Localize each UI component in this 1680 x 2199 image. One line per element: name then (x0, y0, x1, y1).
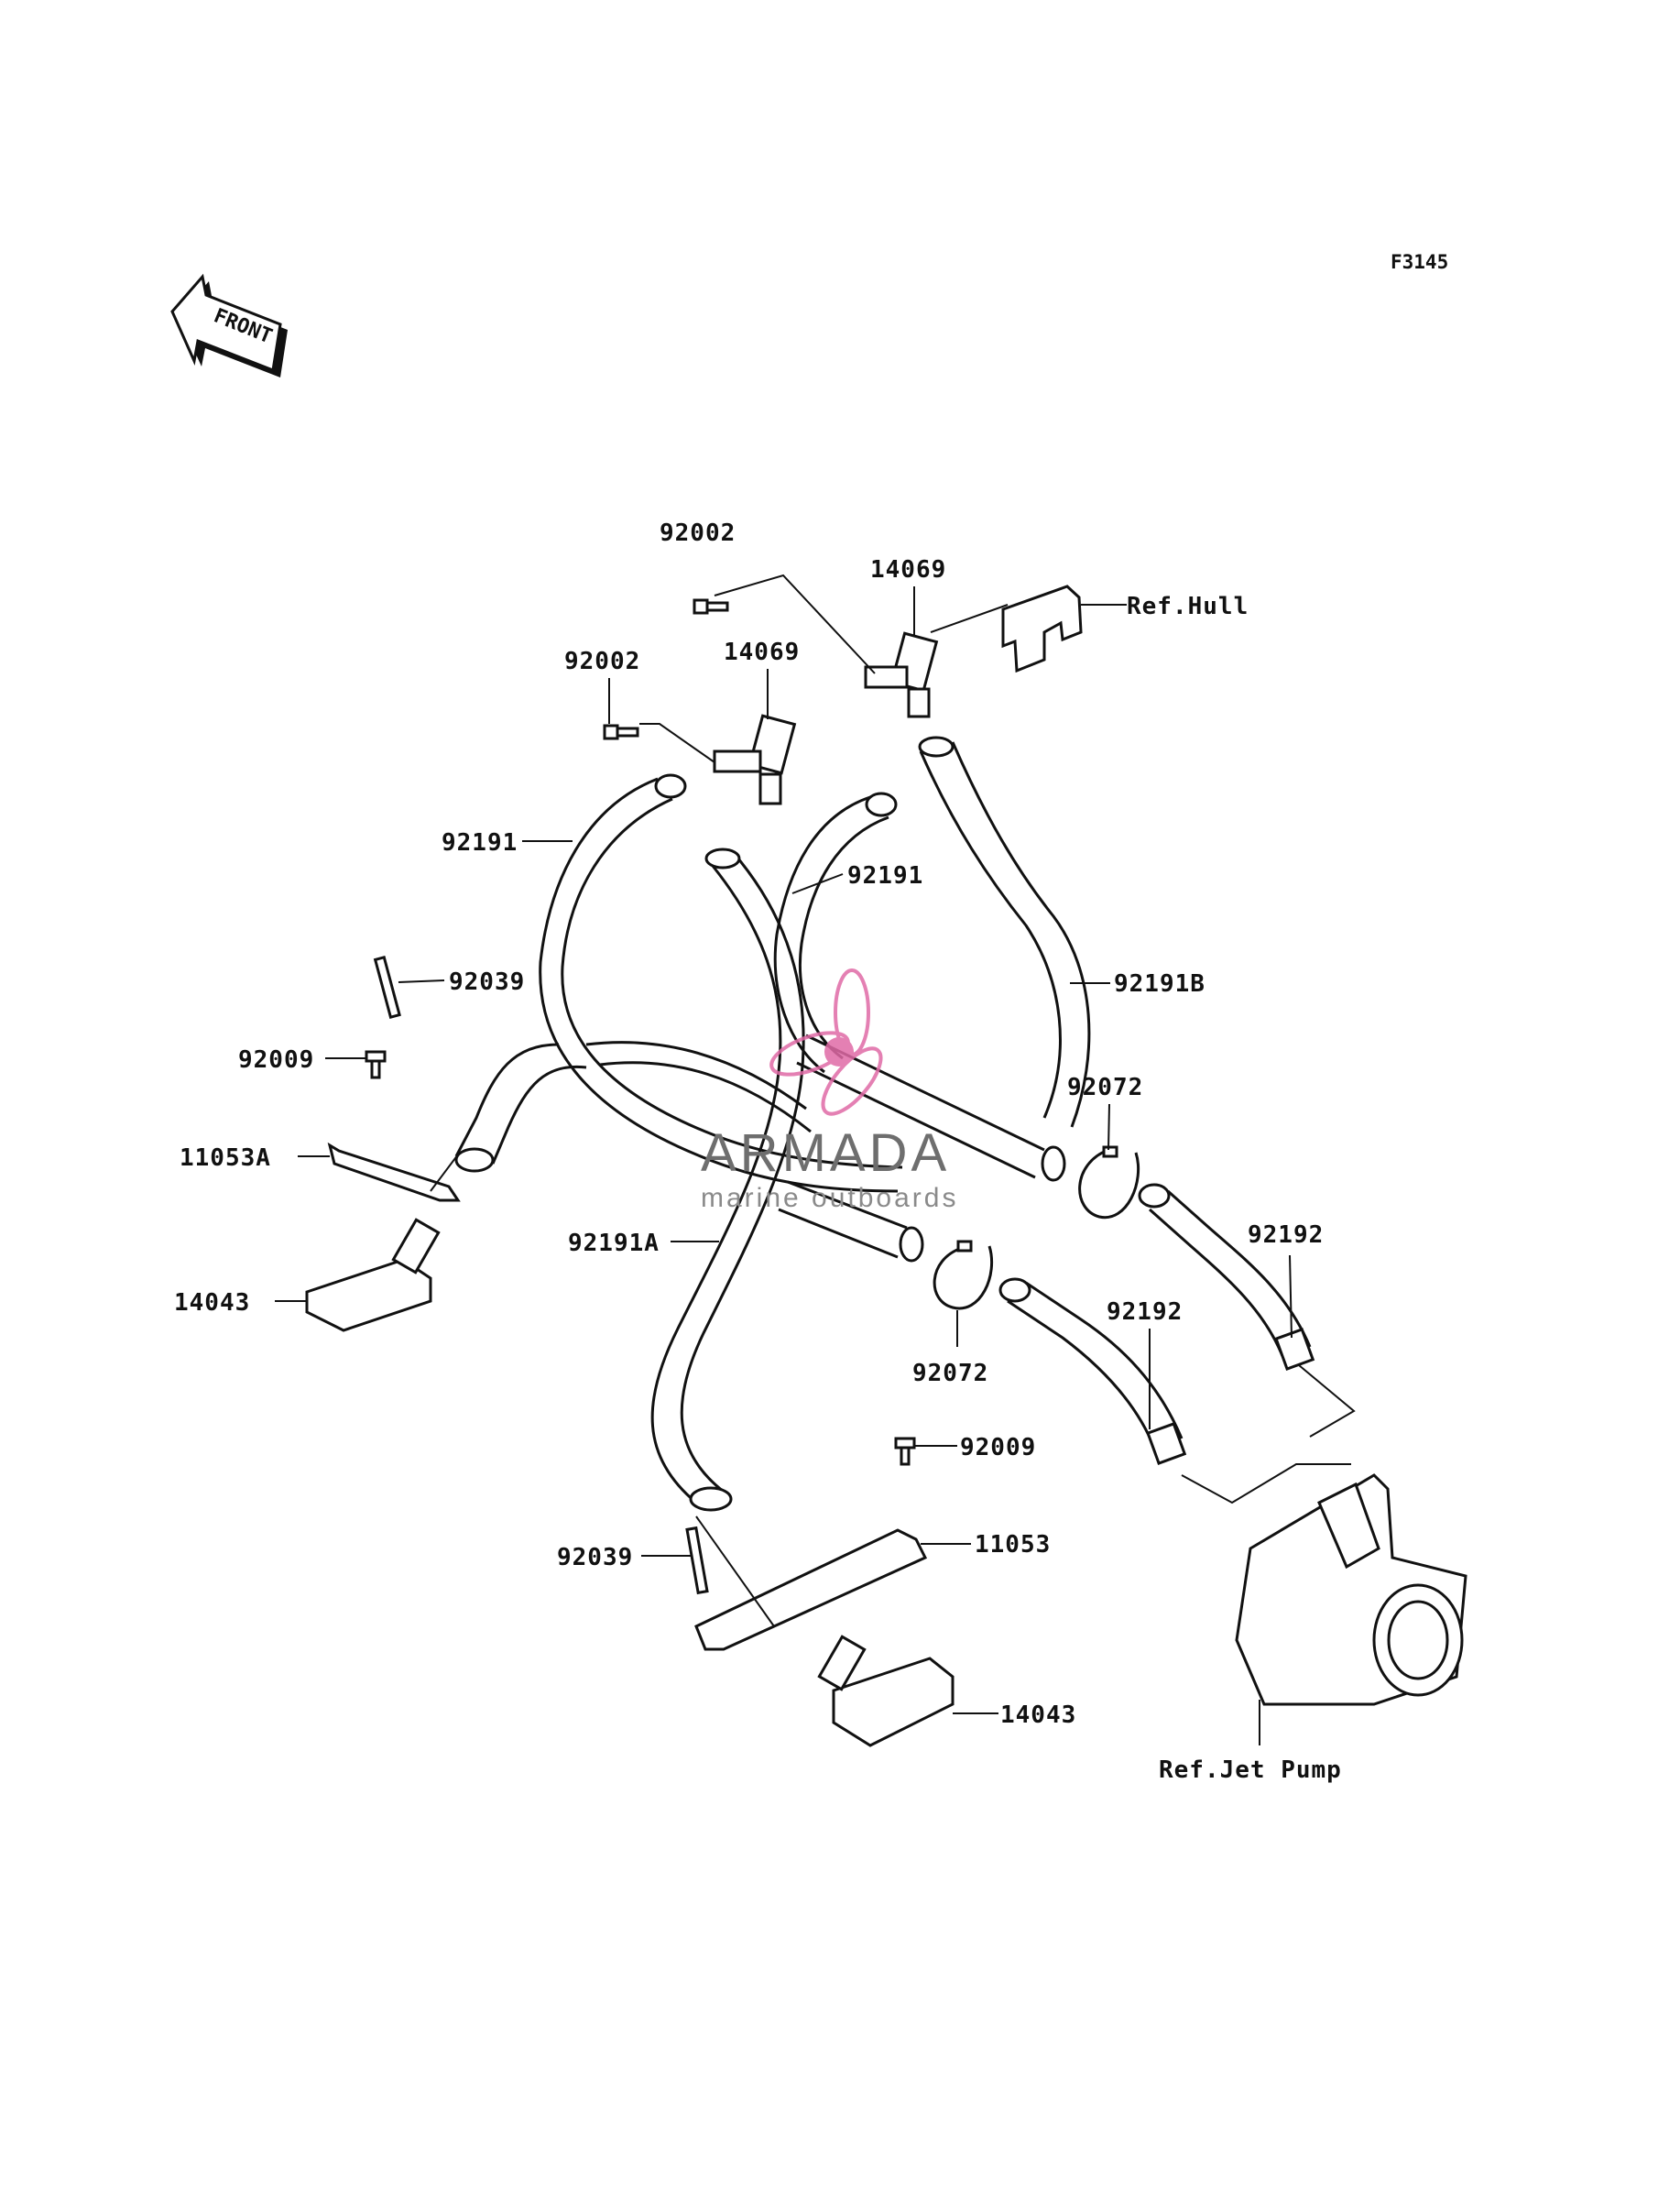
front-arrow-icon: FRONT (170, 273, 288, 377)
joint-14069-upper-icon (864, 631, 939, 718)
watermark-title: ARMADA (701, 1123, 950, 1183)
watermark-logo-icon (769, 968, 883, 1116)
filter-14043-right-icon (817, 1635, 955, 1747)
hose-92192-center (998, 1277, 1187, 1465)
band-92039-right-icon (685, 1526, 709, 1595)
callout-92039-left: 92039 (449, 968, 525, 996)
jet-pump-icon (1235, 1473, 1467, 1706)
filter-14043-left-icon (305, 1218, 441, 1332)
callout-11053a: 11053A (180, 1144, 271, 1172)
callout-92072-right: 92072 (1067, 1074, 1143, 1101)
callout-ref-hull: Ref.Hull (1127, 593, 1249, 620)
bolt-92002-lower-icon (603, 724, 639, 740)
hose-92191-center (650, 848, 805, 1512)
callout-92191a: 92191A (568, 1230, 660, 1257)
hose-92191-right-arc (773, 792, 898, 1074)
hull-bracket-icon (1001, 585, 1083, 673)
callout-ref-jet-pump: Ref.Jet Pump (1159, 1756, 1342, 1784)
bracket-11053-icon (694, 1528, 928, 1651)
callout-92191-center: 92191 (847, 862, 923, 890)
callout-92191-left: 92191 (442, 829, 518, 857)
callout-14043-left: 14043 (174, 1289, 250, 1317)
cross-tube-center (778, 1180, 924, 1263)
callout-92009-right: 92009 (960, 1434, 1036, 1461)
callout-11053: 11053 (975, 1531, 1051, 1559)
bolt-92002-upper-icon (693, 598, 729, 615)
joint-14069-lower-icon (713, 714, 797, 805)
band-92039-left-icon (373, 955, 401, 1020)
watermark-subtitle: marine outboards (701, 1183, 958, 1213)
callout-14043-right: 14043 (1000, 1701, 1076, 1729)
callout-14069-lower: 14069 (724, 639, 800, 666)
callout-92072-center: 92072 (912, 1360, 988, 1387)
bolt-92009-right-icon (894, 1437, 916, 1466)
clamp-92072-right-icon (1078, 1145, 1140, 1220)
hose-92192-right (1138, 1183, 1315, 1371)
callout-92009-left: 92009 (238, 1046, 314, 1074)
bolt-92009-left-icon (365, 1050, 387, 1079)
hose-left-to-filter (454, 1041, 812, 1173)
callout-14069-upper: 14069 (870, 556, 946, 584)
bracket-11053a-icon (327, 1142, 461, 1202)
callout-92192-center: 92192 (1107, 1298, 1183, 1326)
callout-92191b: 92191B (1114, 970, 1205, 998)
callout-92002-lower: 92002 (564, 648, 640, 675)
diagram-code: F3145 (1391, 251, 1448, 273)
callout-92192-right: 92192 (1248, 1221, 1324, 1249)
callout-92039-right: 92039 (557, 1544, 633, 1571)
clamp-92072-center-icon (933, 1240, 994, 1310)
leader-lines (275, 574, 1356, 1745)
callout-92002-upper: 92002 (660, 520, 736, 547)
hose-92191b (918, 736, 1091, 1128)
